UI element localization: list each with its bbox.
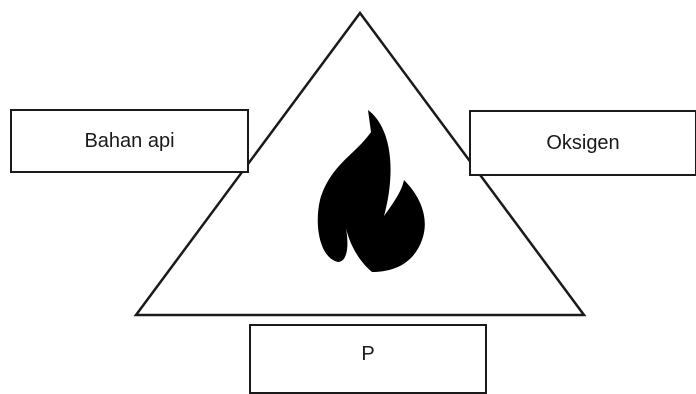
bottom-label: P: [361, 343, 375, 365]
oxygen-label: Oksigen: [546, 131, 620, 154]
fire-icon: [317, 110, 425, 272]
fuel-label-box: Bahan api: [10, 109, 249, 173]
bottom-label-box: P: [249, 324, 487, 394]
fuel-label: Bahan api: [84, 129, 175, 152]
oxygen-label-box: Oksigen: [469, 110, 696, 176]
